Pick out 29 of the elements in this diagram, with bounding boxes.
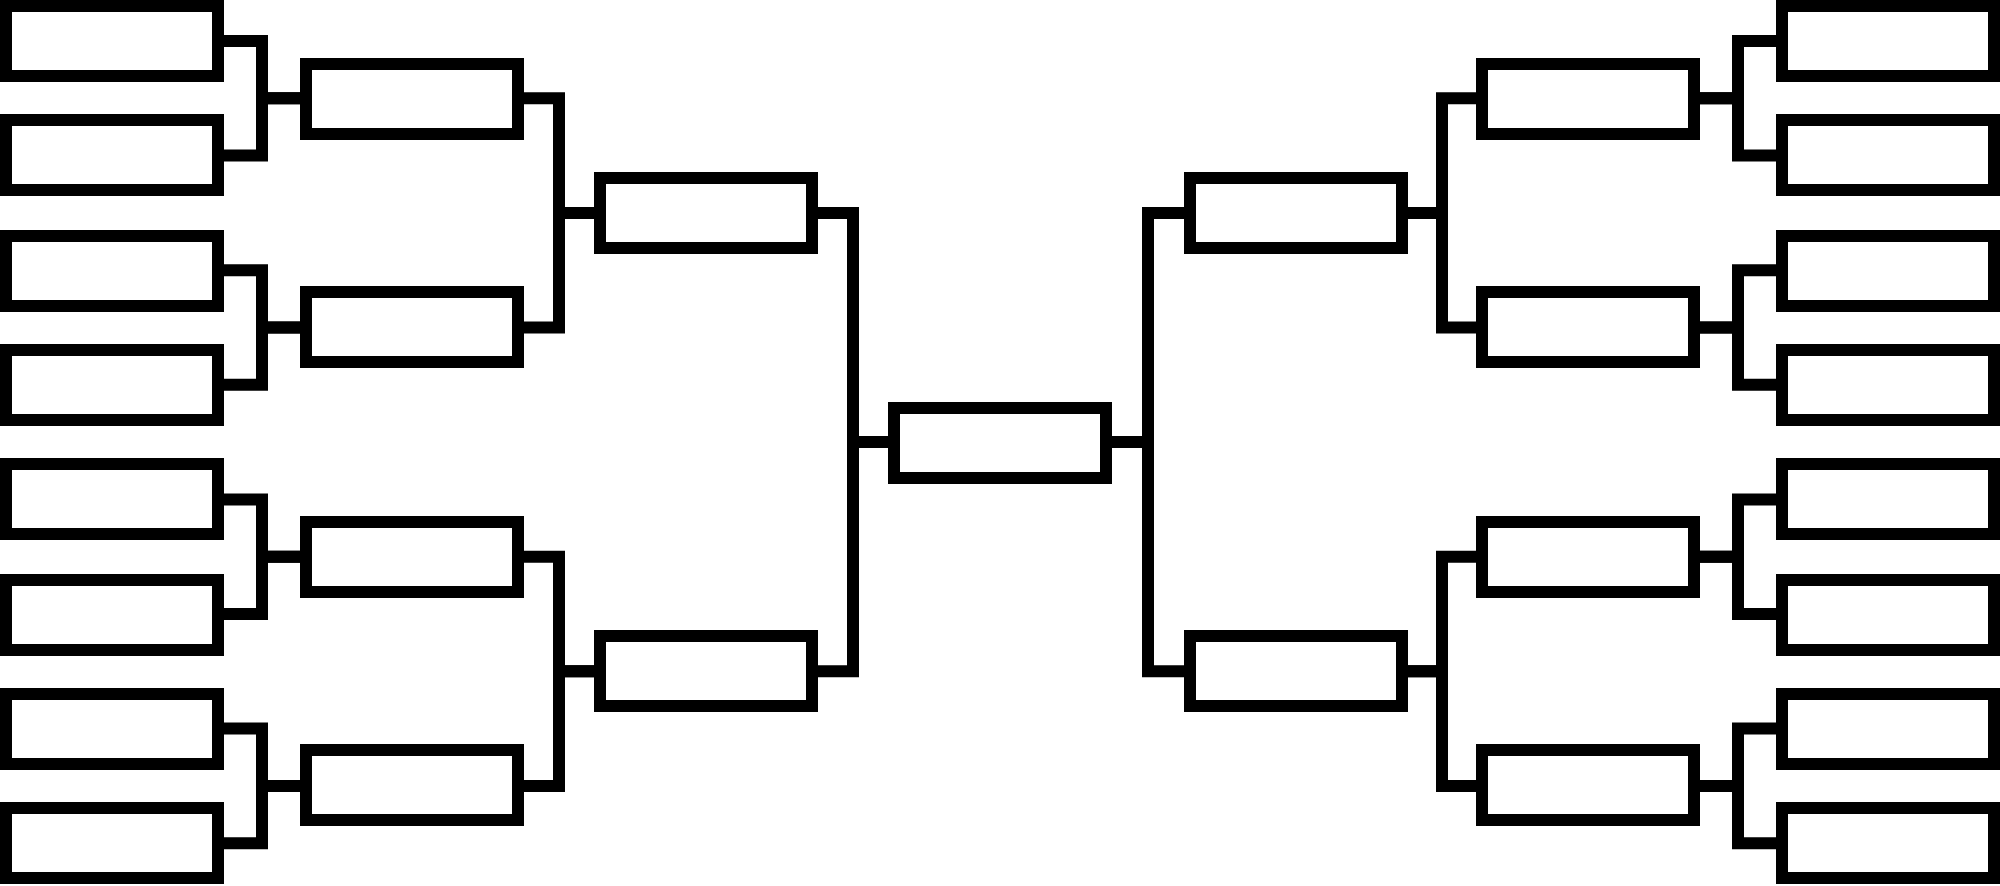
bracket-slot: [0, 343, 224, 426]
bracket-slot: [1476, 515, 1700, 598]
bracket-slot: [0, 802, 224, 885]
bracket-slot: [0, 114, 224, 197]
bracket-slot: [1476, 744, 1700, 827]
bracket-slot: [594, 171, 818, 254]
bracket-slot: [1184, 171, 1408, 254]
bracket-slot: [1776, 229, 2000, 312]
bracket-slot: [594, 630, 818, 713]
bracket-slot: [1776, 802, 2000, 885]
bracket-slot: [1776, 573, 2000, 655]
bracket-slot: [1476, 57, 1700, 140]
bracket-slot: [0, 687, 224, 770]
bracket-slot: [1476, 286, 1700, 369]
bracket-slot: [1776, 0, 2000, 82]
bracket-slot: [0, 573, 224, 655]
bracket-slot: [0, 0, 224, 82]
bracket-slot: [300, 744, 524, 827]
bracket-slot: [1776, 458, 2000, 541]
bracket-slot: [300, 286, 524, 369]
bracket-slot: [0, 229, 224, 312]
bracket-slot: [300, 515, 524, 598]
bracket-slot: [1184, 630, 1408, 713]
bracket-slot: [888, 401, 1112, 484]
bracket-slot: [300, 57, 524, 140]
bracket-slot: [1776, 687, 2000, 770]
bracket-slot: [1776, 343, 2000, 426]
bracket-slot: [1776, 114, 2000, 197]
bracket-slot: [0, 458, 224, 541]
